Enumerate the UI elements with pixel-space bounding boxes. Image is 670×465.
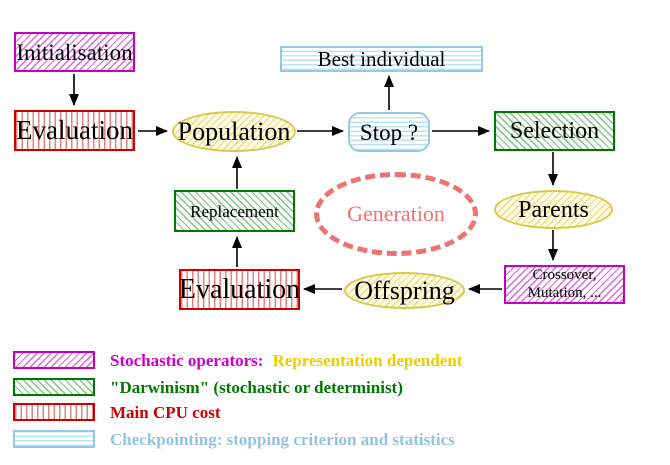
legend-label-checkpointing: Checkpointing: stopping criterion and st…	[110, 429, 455, 449]
legend-item-stochastic-operators: Stochastic operators: Representation depe…	[13, 351, 462, 369]
node-best-individual: Best individual	[280, 46, 483, 72]
legend-label-cpu-cost: Main CPU cost	[110, 402, 221, 422]
node-crossover-mutation: Crossover, Mutation, ...	[504, 265, 625, 304]
node-evaluation-bottom: Evaluation	[179, 269, 300, 310]
legend-item-darwinism: "Darwinism" (stochastic or determinist)	[13, 378, 403, 396]
crossover-line1: Crossover,	[532, 267, 597, 284]
legend-label-darwinism: "Darwinism" (stochastic or determinist)	[110, 377, 403, 397]
legend-label-representation: Representation dependent	[272, 350, 463, 370]
generation-loop-ellipse: Generation	[314, 172, 478, 256]
crossover-line2: Mutation, ...	[527, 284, 602, 301]
node-replacement: Replacement	[174, 190, 295, 232]
legend-item-checkpointing: Checkpointing: stopping criterion and st…	[13, 430, 455, 448]
legend-item-main-cpu-cost: Main CPU cost	[13, 403, 220, 421]
node-stop: Stop ?	[348, 112, 430, 152]
node-evaluation-top: Evaluation	[14, 110, 135, 151]
node-initialisation: Initialisation	[14, 32, 135, 72]
green-hatch-swatch	[13, 378, 95, 396]
node-parents: Parents	[494, 190, 613, 229]
magenta-hatch-swatch	[13, 351, 95, 369]
node-population: Population	[172, 111, 296, 152]
red-stripe-swatch	[13, 403, 95, 421]
cyan-lines-swatch	[13, 430, 95, 448]
node-selection: Selection	[494, 111, 615, 151]
legend-label-stochastic: Stochastic operators:	[110, 350, 264, 370]
node-offspring: Offspring	[344, 272, 465, 309]
